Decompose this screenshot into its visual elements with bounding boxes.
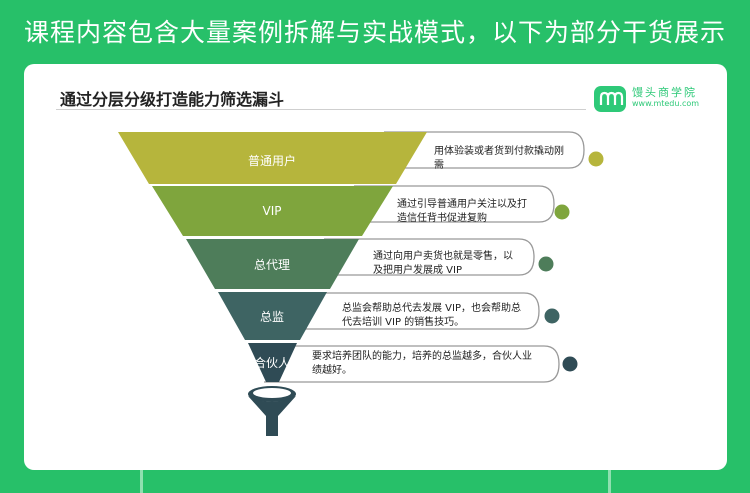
level-dot-1 (588, 151, 604, 167)
level-dot-4 (544, 308, 560, 324)
brand-url: www.mtedu.com (632, 99, 700, 108)
funnel-desc-4-line-1: 总监会帮助总代去发展 VIP，也会帮助总 (342, 303, 521, 314)
funnel-diagram (118, 131, 604, 436)
funnel-desc-2-line-2: 造信任背书促进复购 (397, 213, 487, 224)
funnel-desc-3-line-1: 通过向用户卖货也就是零售，以 (373, 251, 513, 262)
funnel-desc-5: 要求培养团队的能力，培养的总监越多，合伙人业 绩越好。 (312, 350, 532, 378)
funnel-desc-1-line-2: 需 (434, 160, 444, 171)
funnel-layer-2 (152, 186, 393, 236)
funnel-desc-2-line-1: 通过引导普通用户关注以及打 (397, 199, 527, 210)
level-dot-2 (554, 204, 570, 220)
funnel-layer-5 (248, 343, 297, 382)
funnel-label-4: 总监 (259, 310, 284, 324)
page-banner: 课程内容包含大量案例拆解与实战模式，以下为部分干货展示 (0, 0, 750, 62)
funnel-desc-1: 用体验装或者货到付款撬动刚 需 (434, 145, 564, 173)
funnel-icon (248, 386, 296, 436)
funnel-desc-5-line-1: 要求培养团队的能力，培养的总监越多，合伙人业 (312, 351, 532, 362)
banner-text: 课程内容包含大量案例拆解与实战模式，以下为部分干货展示 (23, 18, 726, 47)
funnel-layer-4 (218, 292, 327, 340)
funnel-desc-4: 总监会帮助总代去发展 VIP，也会帮助总 代去培训 VIP 的销售技巧。 (342, 302, 521, 330)
title-divider (56, 109, 586, 110)
funnel-label-2: VIP (262, 204, 282, 218)
funnel-desc-3: 通过向用户卖货也就是零售，以 及把用户发展成 VIP (373, 250, 513, 278)
content-card: 通过分层分级打造能力筛选漏斗 馒头商学院 www.mtedu.com (24, 64, 727, 470)
funnel-desc-4-line-2: 代去培训 VIP 的销售技巧。 (342, 317, 465, 328)
funnel-layer-1 (118, 132, 427, 184)
decorative-line-left (140, 470, 143, 493)
funnel-label-3: 总代理 (253, 258, 290, 272)
funnel-layer-3 (186, 239, 359, 289)
brand-logo-icon (594, 86, 626, 112)
brand-name: 馒头商学院 (632, 86, 697, 99)
funnel-desc-3-line-2: 及把用户发展成 VIP (373, 265, 462, 276)
funnel-label-5: 合伙人 (253, 356, 290, 370)
funnel-desc-2: 通过引导普通用户关注以及打 造信任背书促进复购 (397, 198, 527, 226)
level-dot-3 (538, 256, 554, 272)
funnel-desc-1-line-1: 用体验装或者货到付款撬动刚 (434, 146, 564, 157)
funnel-label-1: 普通用户 (247, 154, 296, 168)
level-dot-5 (562, 356, 578, 372)
decorative-line-right (608, 470, 611, 493)
card-title: 通过分层分级打造能力筛选漏斗 (60, 90, 285, 109)
funnel-desc-5-line-2: 绩越好。 (312, 365, 352, 376)
